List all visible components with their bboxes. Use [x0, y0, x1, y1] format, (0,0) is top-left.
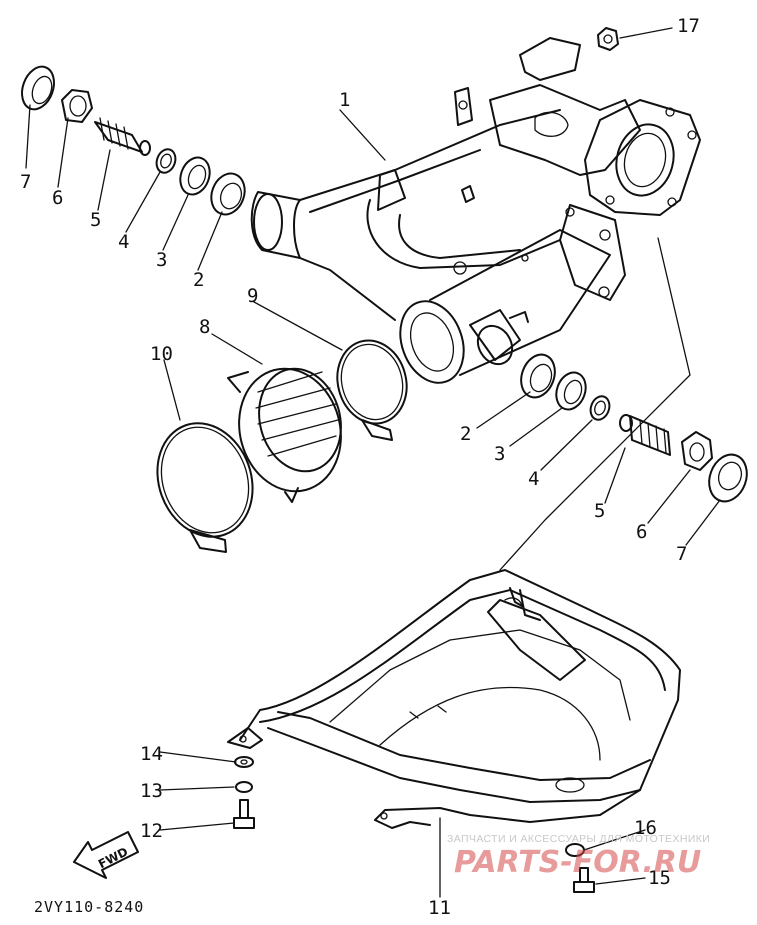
leader-lines	[25, 27, 721, 898]
part-label-16: 16	[634, 817, 657, 839]
watermark-brand: PARTS-FOR.RU	[454, 845, 701, 880]
right-bearing-stack	[520, 353, 748, 503]
left-label-6: 6	[52, 187, 63, 209]
left-label-7: 7	[20, 171, 31, 193]
left-label-5: 5	[90, 209, 101, 231]
right-label-6: 6	[636, 521, 647, 543]
part-label-10: 10	[150, 343, 173, 365]
rubber-boot	[227, 367, 342, 503]
skid-plate-guard	[227, 569, 681, 829]
left-label-2: 2	[193, 269, 204, 291]
part-label-9: 9	[247, 285, 258, 307]
drawing-code: 2VY110-8240	[34, 898, 144, 916]
part-label-8: 8	[199, 316, 210, 338]
right-label-3: 3	[494, 443, 505, 465]
right-label-2: 2	[460, 423, 471, 445]
watermark-tagline: ЗАПЧАСТИ И АКСЕССУАРЫ ДЛЯ МОТОТЕХНИКИ	[447, 833, 710, 845]
clamp-10	[156, 422, 254, 553]
part-label-13: 13	[140, 780, 163, 802]
right-label-5: 5	[594, 500, 605, 522]
right-label-7: 7	[676, 543, 687, 565]
part-label-12: 12	[140, 820, 163, 842]
left-label-4: 4	[118, 231, 129, 253]
part-labels: 1 17 7 6 5 4 3 2 2 3 4 5 6 7 8 9 10 11 1…	[20, 15, 700, 919]
right-label-4: 4	[528, 468, 539, 490]
part-label-11: 11	[428, 897, 451, 919]
hardware	[233, 27, 619, 893]
swingarm	[250, 37, 701, 384]
part-label-15: 15	[648, 867, 671, 889]
part-label-1: 1	[339, 89, 350, 111]
clamp-9	[336, 339, 408, 441]
part-label-17: 17	[677, 15, 700, 37]
forward-direction-arrow: FWD	[73, 831, 139, 879]
left-label-3: 3	[156, 249, 167, 271]
part-label-14: 14	[140, 743, 163, 765]
left-bearing-stack	[21, 65, 246, 216]
